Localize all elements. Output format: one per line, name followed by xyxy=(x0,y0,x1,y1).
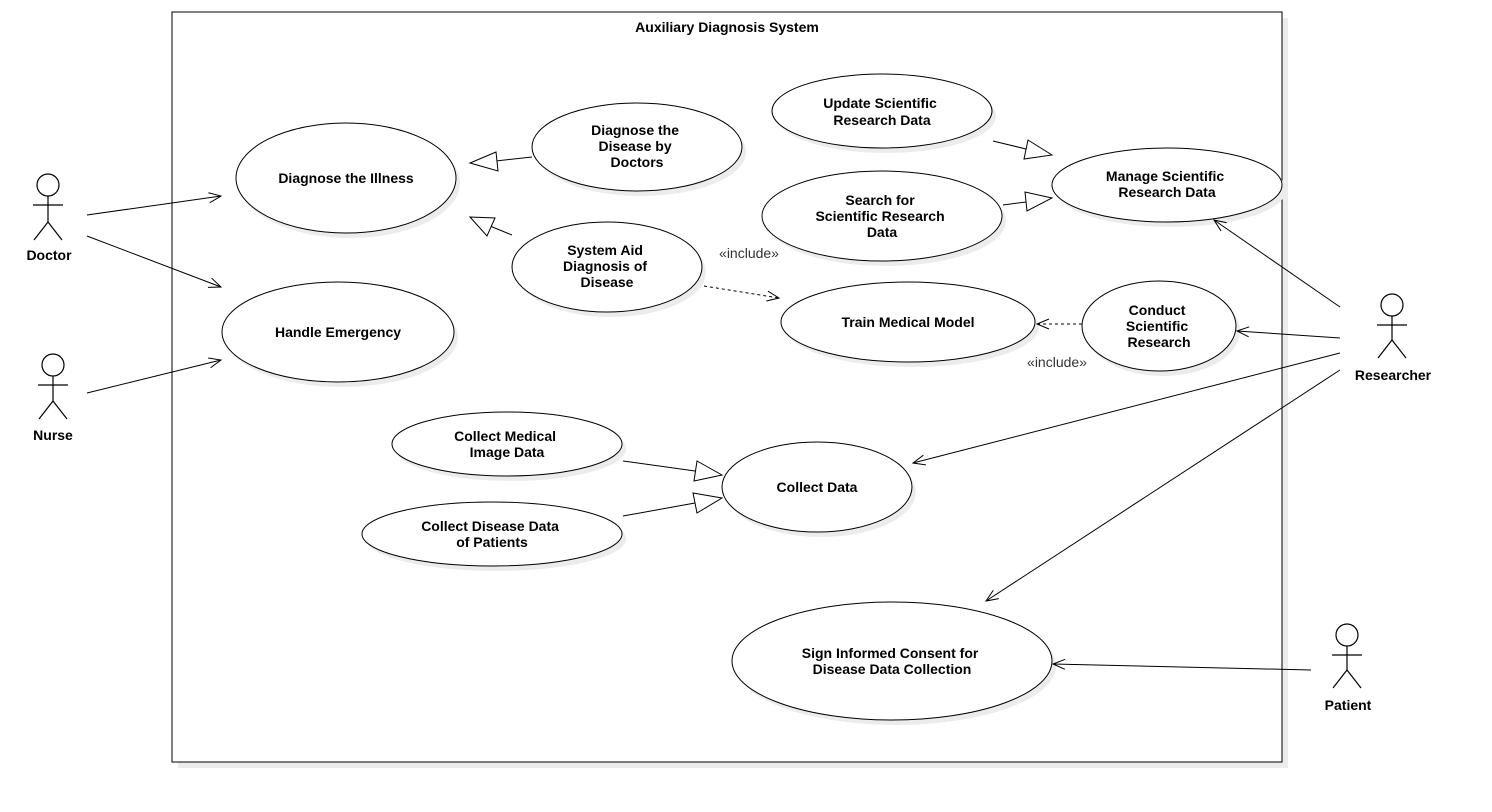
actor-label: Doctor xyxy=(26,247,72,263)
use-case-label: Update Scientific Research Data xyxy=(823,95,940,128)
use-case-label: Collect Medical Image Data xyxy=(454,428,560,460)
use-case-collect-medical-image[interactable]: Collect Medical Image Data xyxy=(391,411,626,481)
use-case-collect-disease-data[interactable]: Collect Disease Data of Patients xyxy=(361,501,626,571)
use-case-train-medical-model[interactable]: Train Medical Model xyxy=(780,281,1039,367)
use-case-system-aid-diagnosis[interactable]: System Aid Diagnosis of Disease xyxy=(511,221,706,317)
assoc-researcher-collect xyxy=(913,352,1341,463)
use-case-label: Conduct Scientific Research xyxy=(1126,302,1192,350)
generalization-search-research xyxy=(1002,191,1054,212)
assoc-researcher-manage xyxy=(1214,220,1341,308)
assoc-doctor-emergency xyxy=(86,235,221,287)
use-case-search-research-data[interactable]: Search for Scientific Research Data xyxy=(761,170,1006,266)
assoc-researcher-consent xyxy=(986,369,1341,601)
include-stereotype: «include» xyxy=(1027,354,1087,370)
use-case-label: Diagnose the Disease by Doctors xyxy=(591,122,683,170)
actor-doctor[interactable]: Doctor xyxy=(26,173,72,263)
use-case-label: Manage Scientific Research Data xyxy=(1106,168,1228,200)
include-stereotype: «include» xyxy=(719,245,779,261)
actor-label: Patient xyxy=(1325,697,1372,713)
use-case-label: Handle Emergency xyxy=(275,324,401,340)
generalization-collect-disease xyxy=(622,492,724,517)
use-case-handle-emergency[interactable]: Handle Emergency xyxy=(221,281,458,387)
use-case-label: Collect Disease Data of Patients xyxy=(421,518,563,550)
stick-figure-icon xyxy=(1377,293,1407,359)
use-case-label: Train Medical Model xyxy=(841,314,974,330)
generalization-update-research xyxy=(992,139,1054,160)
actor-nurse[interactable]: Nurse xyxy=(33,353,73,443)
stick-figure-icon xyxy=(38,353,68,420)
actor-patient[interactable]: Patient xyxy=(1325,623,1372,713)
generalization-diagnose-by-doctors xyxy=(468,151,533,172)
include-train-model xyxy=(703,285,779,298)
assoc-doctor-diagnose xyxy=(86,196,221,216)
generalization-collect-image xyxy=(622,460,724,482)
use-case-collect-data[interactable]: Collect Data xyxy=(721,441,916,537)
actor-label: Nurse xyxy=(33,427,73,443)
use-case-label: Search for Scientific Research Data xyxy=(815,192,948,240)
use-case-label: Sign Informed Consent for Disease Data C… xyxy=(802,645,982,677)
use-case-diagnose-by-doctors[interactable]: Diagnose the Disease by Doctors xyxy=(531,102,746,196)
use-case-sign-consent[interactable]: Sign Informed Consent for Disease Data C… xyxy=(731,601,1056,725)
use-case-manage-research-data[interactable]: Manage Scientific Research Data xyxy=(1051,147,1286,227)
use-case-conduct-research[interactable]: Conduct Scientific Research xyxy=(1081,280,1240,376)
stick-figure-icon xyxy=(1332,623,1362,689)
use-case-label: System Aid Diagnosis of Disease xyxy=(563,242,651,290)
assoc-nurse-emergency xyxy=(86,360,221,394)
assoc-patient-consent xyxy=(1053,664,1312,671)
system-title: Auxiliary Diagnosis System xyxy=(635,19,819,35)
assoc-researcher-conduct xyxy=(1237,331,1341,339)
stick-figure-icon xyxy=(33,173,63,241)
use-case-label: Diagnose the Illness xyxy=(278,170,414,186)
generalization-system-aid xyxy=(468,216,513,237)
actor-researcher[interactable]: Researcher xyxy=(1355,293,1432,383)
actor-label: Researcher xyxy=(1355,367,1432,383)
use-case-diagnose-illness[interactable]: Diagnose the Illness xyxy=(235,122,460,238)
use-case-label: Collect Data xyxy=(777,479,858,495)
use-case-update-research-data[interactable]: Update Scientific Research Data xyxy=(771,73,996,153)
